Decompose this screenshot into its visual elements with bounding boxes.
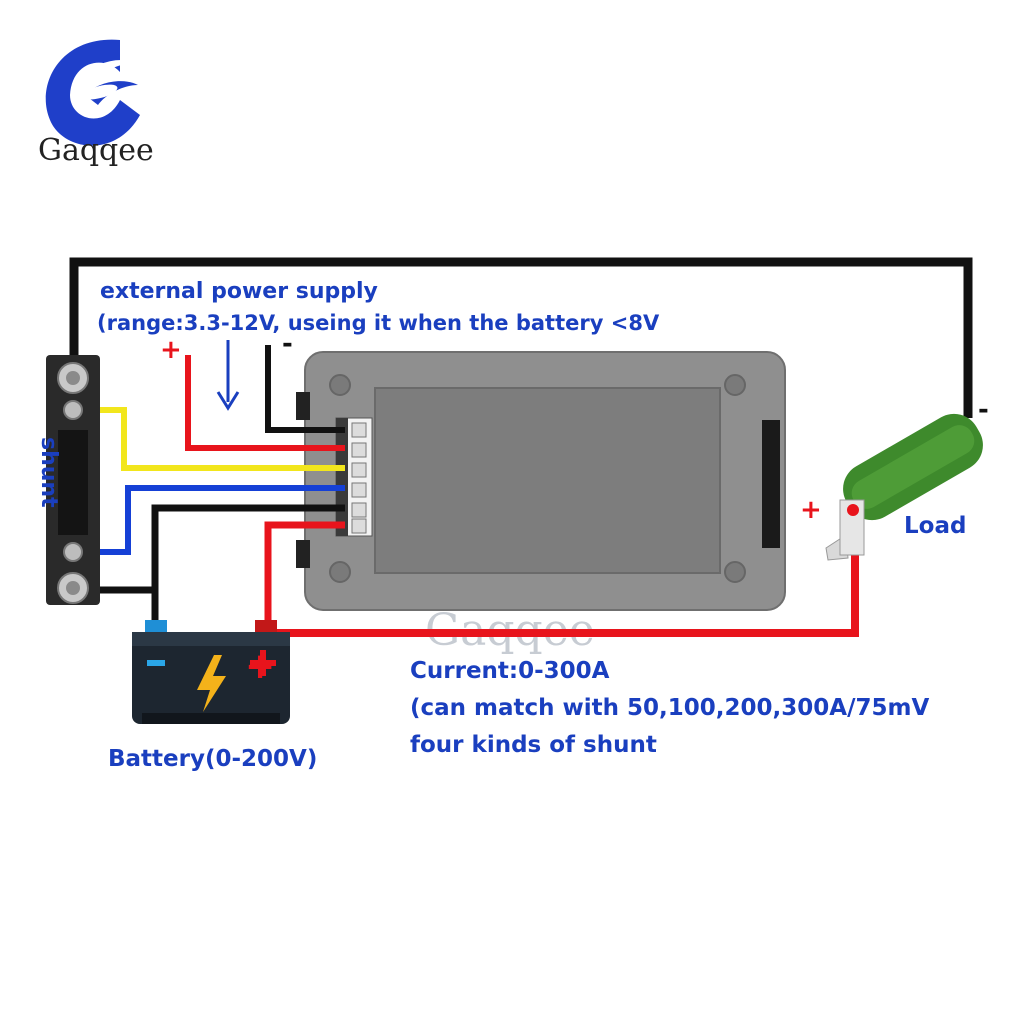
wire-red-ext: [185, 355, 345, 451]
shunt-match-label: (can match with 50,100,200,300A/75mV: [410, 695, 929, 721]
wire-yellow: [86, 407, 345, 471]
wire-black-top: [69, 257, 973, 418]
wire-black-batt: [86, 504, 345, 594]
load-plus-sign: +: [800, 495, 822, 525]
wire-black-ext: [265, 345, 345, 433]
shunt-label: shunt: [36, 437, 61, 508]
arrow-down-icon: [216, 340, 240, 411]
meter-module-icon: [296, 351, 786, 611]
ext-minus-sign: -: [282, 329, 293, 359]
current-range-label: Current:0-300A: [410, 658, 610, 684]
brand-name: Gaqqee: [38, 133, 154, 168]
load-minus-sign: -: [978, 395, 989, 425]
resistor-load-icon: [825, 413, 983, 561]
load-label: Load: [904, 513, 966, 539]
battery-label: Battery(0-200V): [108, 746, 317, 772]
shunt-resistor-icon: [46, 355, 100, 605]
external-power-title: external power supply: [100, 279, 378, 304]
external-power-range: (range:3.3-12V, useing it when the batte…: [97, 311, 660, 335]
lightning-bolt-icon: [197, 655, 226, 712]
battery-icon: [132, 620, 290, 724]
gaqqee-logo-icon: [45, 39, 140, 146]
ext-plus-sign: +: [160, 335, 182, 365]
wire-blue: [86, 485, 345, 555]
battery-plus-sign: +: [245, 646, 275, 687]
wire-red-batt: [264, 521, 345, 640]
shunt-kinds-label: four kinds of shunt: [410, 732, 657, 758]
